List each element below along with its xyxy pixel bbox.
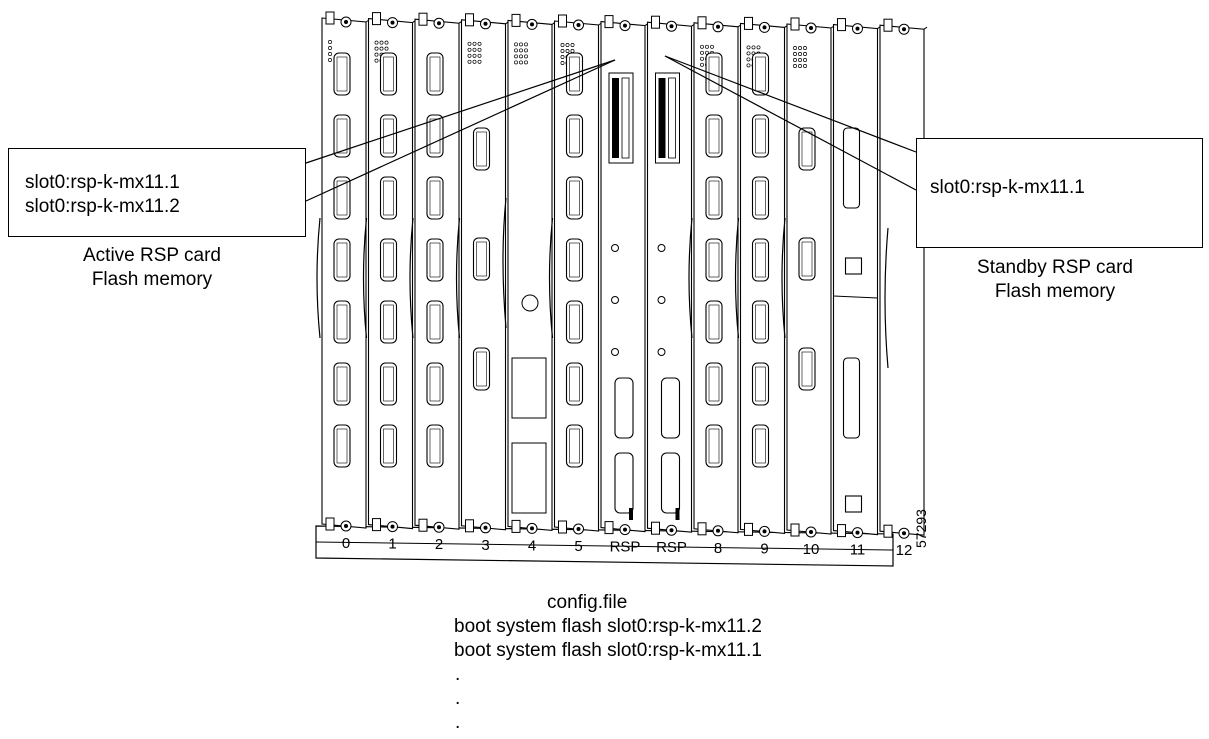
standby-flash-file-1: slot0:rsp-k-mx11.1 — [930, 176, 1085, 200]
config-dot-3: . — [455, 711, 460, 734]
standby-rsp-caption-line1: Standby RSP card — [955, 256, 1155, 279]
slot-label-12: 12 — [896, 542, 913, 559]
card-slot-9 — [736, 17, 788, 536]
slot-label-2: 2 — [435, 536, 443, 553]
active-flash-file-1: slot0:rsp-k-mx11.1 — [25, 171, 180, 195]
config-line-1: boot system flash slot0:rsp-k-mx11.2 — [454, 615, 762, 638]
active-flash-file-2: slot0:rsp-k-mx11.2 — [25, 195, 180, 219]
slot-label-11: 11 — [850, 542, 866, 559]
config-file-title: config.file — [547, 591, 627, 614]
active-rsp-caption-line2: Flash memory — [62, 268, 242, 291]
config-dot-2: . — [455, 687, 460, 710]
card-slot-3 — [457, 14, 509, 533]
card-slot-2 — [410, 13, 462, 532]
card-slot-0 — [317, 12, 369, 531]
card-slot-6 — [601, 16, 648, 535]
active-rsp-caption-line1: Active RSP card — [62, 244, 242, 267]
slot-label-10: 10 — [803, 541, 820, 558]
slot-label-1: 1 — [388, 536, 396, 553]
card-slot-11 — [834, 19, 881, 538]
slot-label-4: 4 — [528, 537, 536, 554]
config-line-2: boot system flash slot0:rsp-k-mx11.1 — [454, 639, 762, 662]
standby-rsp-caption-line2: Flash memory — [955, 280, 1155, 303]
slot-label-6: RSP — [610, 539, 641, 556]
card-slot-8 — [689, 17, 741, 536]
figure-id: 57293 — [913, 509, 929, 548]
slot-label-0: 0 — [342, 535, 350, 552]
card-slot-5 — [550, 15, 602, 534]
slot-label-8: 8 — [714, 540, 722, 557]
slot-label-3: 3 — [481, 537, 489, 554]
card-slot-10 — [782, 18, 834, 537]
config-dot-1: . — [455, 663, 460, 686]
card-slot-12 — [880, 19, 927, 538]
slot-label-7: RSP — [656, 539, 687, 556]
slot-label-5: 5 — [574, 538, 582, 555]
card-slot-7 — [648, 16, 695, 535]
card-slot-4 — [503, 14, 555, 533]
slot-label-9: 9 — [760, 540, 768, 557]
card-slot-1 — [364, 13, 416, 532]
